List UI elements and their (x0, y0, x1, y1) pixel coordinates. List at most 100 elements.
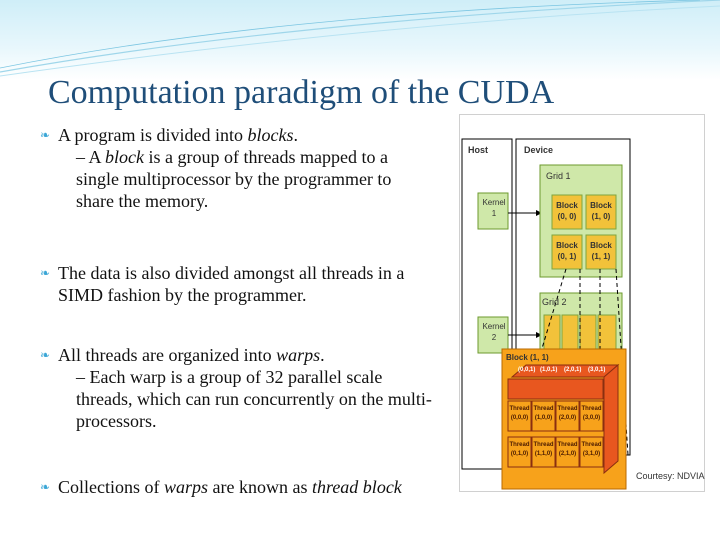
bullet-text: All threads are organized into (58, 345, 277, 365)
thread-label-line: Thread (557, 442, 578, 448)
thread-cell (579, 400, 604, 432)
figure-credit: Courtesy: NDVIA (636, 471, 705, 481)
grid2-block (543, 314, 561, 350)
cuda-diagram (461, 138, 631, 490)
bullet-icon: ❧ (40, 128, 51, 142)
block-label: Block (0, 0) (553, 200, 581, 222)
thread-label: Thread (0,0,0) (508, 405, 531, 423)
thread-label-line: Thread (557, 406, 578, 412)
thread-label-line: Thread (533, 442, 554, 448)
block-label: Block (0, 1) (553, 240, 581, 262)
thread-label: Thread (3,1,0) (580, 441, 603, 459)
block-label-line: (0, 0) (557, 212, 577, 221)
thread-cell (579, 436, 604, 468)
grid1-block (551, 194, 583, 230)
thread-label: Thread (3,0,0) (580, 405, 603, 423)
sub-bullet-text: – Each warp is a group of 32 parallel sc… (76, 367, 432, 431)
sub-bullet-text: is a group of threads mapped to a single… (76, 147, 392, 211)
grid1-label: Grid 1 (546, 171, 571, 181)
thread-label-line: (2,0,0) (558, 415, 577, 421)
bullet-item: ❧ Collections of warps are known as thre… (40, 476, 402, 498)
top-face-label: (2,0,1) (564, 367, 582, 373)
block-label-line: (1, 0) (591, 212, 611, 221)
bullet-emphasis: warps (276, 345, 321, 365)
bullet-text: The data is also divided amongst all thr… (58, 263, 405, 305)
thread-cell (555, 400, 580, 432)
bullet-icon: ❧ (40, 348, 51, 362)
thread-label: Thread (2,0,0) (556, 405, 579, 423)
sub-bullet-emphasis: block (105, 147, 144, 167)
grid2-label: Grid 2 (542, 297, 567, 307)
kernel2-line: 2 (491, 333, 497, 342)
grid2-block (561, 314, 579, 350)
kernel1-line: 1 (491, 209, 497, 218)
grid1-block (585, 234, 617, 270)
thread-label-line: (1,0,0) (534, 415, 553, 421)
bullet-text: A program is divided into (58, 125, 248, 145)
thread-label-line: Thread (509, 442, 530, 448)
thread-label-line: Thread (533, 406, 554, 412)
thread-label-line: (0,0,0) (510, 415, 529, 421)
header-wave-decoration (0, 0, 720, 77)
bullet-icon: ❧ (40, 480, 51, 494)
block-label: Block (1, 0) (587, 200, 615, 222)
device-label: Device (524, 145, 554, 155)
block-label-line: (0, 1) (557, 252, 577, 261)
cuda-hierarchy-figure: Host Device Kernel 1 Kernel 2 Grid 1 Gri… (459, 114, 705, 492)
block-label: Block (1, 1) (587, 240, 615, 262)
thread-label-line: Thread (581, 406, 602, 412)
arrow-head (536, 210, 542, 216)
thread-label-line: Thread (581, 442, 602, 448)
sub-bullet: – Each warp is a group of 32 parallel sc… (58, 366, 433, 432)
block-label-line: (1, 1) (591, 252, 611, 261)
arrow-head (536, 332, 542, 338)
sub-bullet-text: – A (76, 147, 106, 167)
kernel1-label: Kernel 1 (481, 197, 507, 219)
thread-cell (555, 436, 580, 468)
thread-cube-front-top (507, 378, 604, 400)
kernel1-box (477, 192, 509, 230)
top-face-label: (0,0,1) (518, 367, 536, 373)
block-label-line: Block (556, 201, 578, 210)
bullet-text: . (293, 125, 298, 145)
bullet-item: ❧ All threads are organized into warps. … (40, 344, 433, 432)
thread-cell (507, 436, 532, 468)
host-box (461, 138, 513, 470)
bullet-emphasis: thread block (311, 477, 402, 497)
grid1-block (585, 194, 617, 230)
block-detail-label: Block (1, 1) (506, 353, 549, 362)
kernel2-label: Kernel 2 (481, 321, 507, 343)
bullet-item: ❧ A program is divided into blocks. – A … (40, 124, 433, 212)
thread-label: Thread (2,1,0) (556, 441, 579, 459)
thread-label-line: (3,0,0) (582, 415, 601, 421)
thread-label-line: Thread (509, 406, 530, 412)
thread-label-line: (0,1,0) (510, 451, 529, 457)
bullet-emphasis: blocks (247, 125, 294, 145)
thread-cell (507, 400, 532, 432)
header-band (0, 0, 720, 80)
block-label-line: Block (556, 241, 578, 250)
top-face-label: (1,0,1) (540, 367, 558, 373)
block-label-line: Block (590, 201, 612, 210)
sub-bullet: – A block is a group of threads mapped t… (58, 146, 433, 212)
thread-label: Thread (0,1,0) (508, 441, 531, 459)
zoom-line (539, 268, 567, 356)
bullet-emphasis: warps (164, 477, 209, 497)
thread-label-line: (3,1,0) (582, 451, 601, 457)
thread-label-line: (2,1,0) (558, 451, 577, 457)
thread-label: Thread (1,0,0) (532, 405, 555, 423)
bullet-text: . (320, 345, 325, 365)
thread-label: Thread (1,1,0) (532, 441, 555, 459)
thread-label-line: (1,1,0) (534, 451, 553, 457)
bullet-text: Collections of (58, 477, 164, 497)
kernel2-line: Kernel (482, 322, 506, 331)
grid1-block (551, 234, 583, 270)
kernel2-box (477, 316, 509, 354)
block-label-line: Block (590, 241, 612, 250)
slide-title: Computation paradigm of the CUDA (48, 74, 555, 111)
thread-cube-side (603, 363, 619, 475)
bullet-item: ❧ The data is also divided amongst all t… (40, 262, 433, 306)
top-face-label: (3,0,1) (588, 367, 606, 373)
bullet-icon: ❧ (40, 266, 51, 280)
grid2-block (579, 314, 597, 350)
